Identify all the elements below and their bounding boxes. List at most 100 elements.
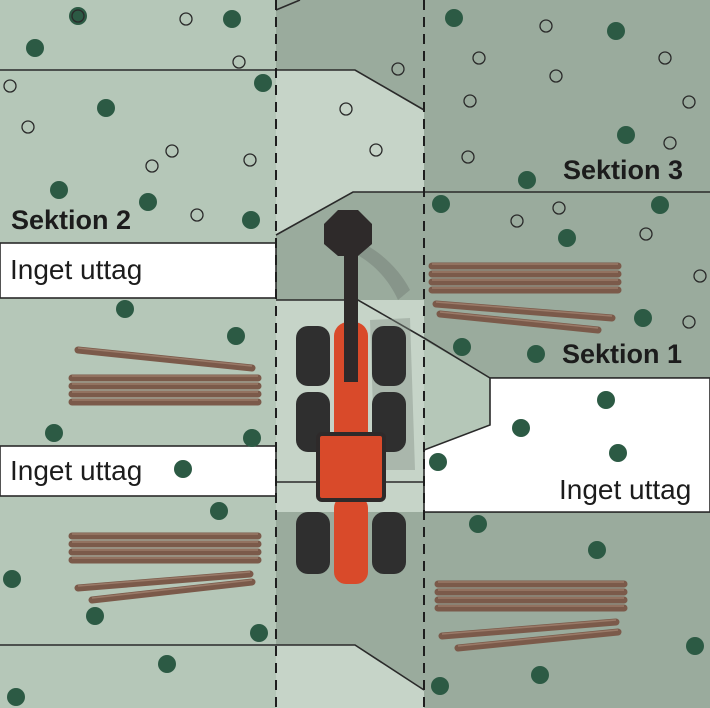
- tree-dot-icon: [254, 74, 272, 92]
- no-harvest-label-left-upper: Inget uttag: [10, 254, 143, 285]
- tree-dot-icon: [607, 22, 625, 40]
- log-piles: [68, 262, 628, 652]
- tree-dot-icon: [445, 9, 463, 27]
- tree-dot-icon: [429, 453, 447, 471]
- log: [88, 578, 256, 604]
- log-pile-icon: [428, 262, 622, 334]
- tree-dot-icon: [651, 196, 669, 214]
- log: [432, 300, 616, 322]
- tree-dot-icon: [609, 444, 627, 462]
- sapling-icon: [232, 55, 246, 69]
- tire-rear-right: [372, 512, 406, 574]
- log-pile-icon: [434, 580, 628, 652]
- crane-shadow: [352, 240, 410, 300]
- crane-arm: [344, 232, 358, 382]
- trees: [3, 7, 707, 706]
- log-highlight: [441, 619, 617, 635]
- tree-dot-icon: [558, 229, 576, 247]
- tree-dot-icon: [527, 345, 545, 363]
- sapling-icon: [472, 51, 486, 65]
- log: [436, 310, 602, 334]
- strip-road-bottom: [276, 645, 424, 708]
- sapling-icon: [682, 315, 696, 329]
- sapling-icon: [145, 159, 159, 173]
- sapling-icon: [463, 94, 477, 108]
- log-highlight: [439, 311, 599, 329]
- sapling-icon: [549, 69, 563, 83]
- log: [74, 346, 256, 372]
- forwarder-icon: [296, 210, 415, 584]
- tree-dot-icon: [86, 607, 104, 625]
- sapling-icon: [663, 136, 677, 150]
- tree-dot-icon: [686, 637, 704, 655]
- tree-dot-icon: [26, 39, 44, 57]
- machine-rear-body: [334, 496, 368, 584]
- tree-dot-icon: [432, 195, 450, 213]
- sapling-icon: [658, 51, 672, 65]
- tree-dot-icon: [210, 502, 228, 520]
- tree-dot-icon: [45, 424, 63, 442]
- log-highlight: [77, 571, 251, 587]
- log: [454, 628, 622, 652]
- tree-dot-icon: [588, 541, 606, 559]
- tire-rear-left: [296, 512, 330, 574]
- sapling-icon: [339, 102, 353, 116]
- tree-dot-icon: [116, 300, 134, 318]
- no-harvest-label-right: Inget uttag: [559, 474, 692, 505]
- section-3-area: [424, 0, 710, 192]
- log-highlight: [77, 347, 253, 367]
- sapling-icon: [179, 12, 193, 26]
- sapling-icon: [510, 214, 524, 228]
- no-harvest-label-left-lower: Inget uttag: [10, 455, 143, 486]
- sapling-icon: [190, 208, 204, 222]
- tree-dot-icon: [50, 181, 68, 199]
- sapling-icon: [3, 79, 17, 93]
- tire-front-right: [372, 326, 406, 386]
- sapling-icon: [682, 95, 696, 109]
- sapling-icon: [243, 153, 257, 167]
- section-3-label: Sektion 3: [563, 155, 684, 185]
- crane-grapple: [324, 210, 372, 256]
- tree-dot-icon: [158, 655, 176, 673]
- tree-dot-icon: [518, 171, 536, 189]
- sapling-icon: [639, 227, 653, 241]
- tree-dot-icon: [597, 391, 615, 409]
- tree-dot-icon: [139, 193, 157, 211]
- log: [74, 570, 254, 592]
- tree-dot-icon: [97, 99, 115, 117]
- no-harvest-zone-left-upper: [0, 242, 277, 299]
- section-2-label: Sektion 2: [11, 205, 132, 235]
- tree-dot-icon: [634, 309, 652, 327]
- tire-front-left: [296, 326, 330, 386]
- sapling-icon: [539, 19, 553, 33]
- section-1-label: Sektion 1: [562, 339, 683, 369]
- sapling-icon: [165, 144, 179, 158]
- log-highlight: [457, 629, 619, 647]
- no-harvest-zone-left-lower: [0, 445, 277, 497]
- sapling-icon: [552, 201, 566, 215]
- tree-dot-icon: [531, 666, 549, 684]
- sapling-icon: [693, 269, 707, 283]
- sapling-icon: [21, 120, 35, 134]
- tree-dot-icon: [227, 327, 245, 345]
- tree-dot-icon: [469, 515, 487, 533]
- machine-cabin: [316, 432, 386, 502]
- log-highlight: [435, 301, 613, 317]
- sapling-icon: [461, 150, 475, 164]
- tree-dot-icon: [7, 688, 25, 706]
- tree-dot-icon: [431, 677, 449, 695]
- strip-road-light: [276, 70, 424, 235]
- sapling-icon: [71, 9, 85, 23]
- tree-dot-icon: [223, 10, 241, 28]
- log-highlight: [91, 579, 253, 599]
- log-pile-icon: [68, 346, 262, 406]
- tree-dot-icon: [3, 570, 21, 588]
- sapling-icon: [391, 62, 405, 76]
- tree-dot-icon: [453, 338, 471, 356]
- tree-dot-icon: [243, 429, 261, 447]
- tree-dot-icon: [617, 126, 635, 144]
- tree-dot-icon: [174, 460, 192, 478]
- log: [438, 618, 620, 640]
